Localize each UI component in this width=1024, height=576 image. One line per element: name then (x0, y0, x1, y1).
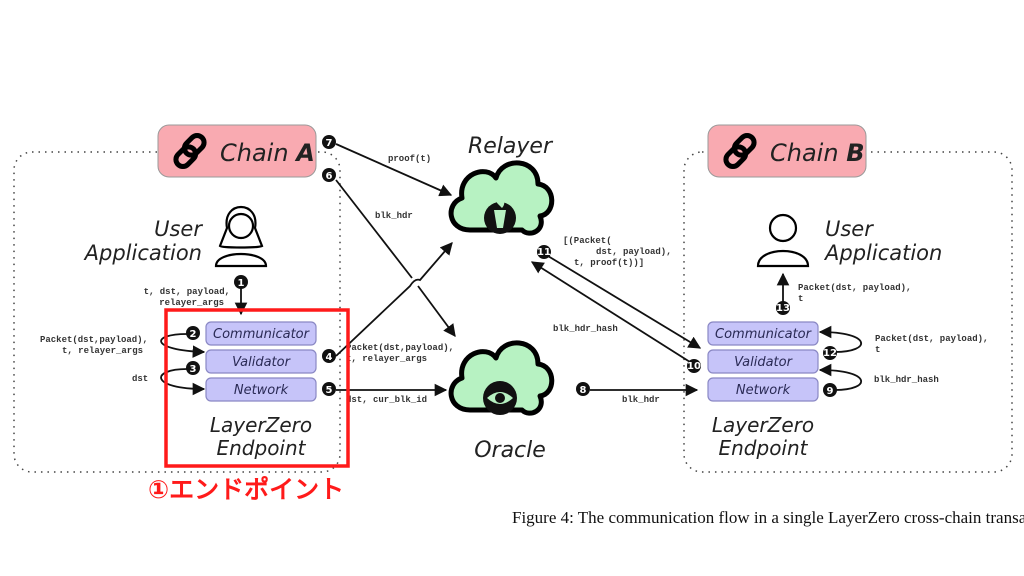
svg-text:blk_hdr_hash: blk_hdr_hash (553, 324, 618, 334)
oracle-label: Oracle (474, 438, 546, 463)
step-13: 13 (776, 301, 790, 315)
svg-text:Packet(dst, payload),t: Packet(dst, payload),t (798, 283, 911, 304)
step-markers: 1 2 3 4 5 6 7 8 9 10 11 12 13 (186, 135, 837, 397)
svg-text:12: 12 (823, 348, 837, 359)
oracle-cloud-icon (451, 343, 552, 415)
svg-text:Validator: Validator (734, 355, 794, 370)
svg-text:6: 6 (326, 171, 333, 182)
left-communicator: Communicator (205, 321, 317, 346)
step-7: 7 (322, 135, 336, 149)
left-network: Network (205, 377, 317, 402)
svg-text:8: 8 (580, 385, 587, 396)
svg-text:[(Packet(dst, payload),t, proo: [(Packet(dst, payload),t, proof(t))] (563, 236, 672, 268)
relayer-label: Relayer (468, 134, 554, 159)
step-1: 1 (234, 275, 248, 289)
right-validator: Validator (707, 349, 819, 374)
svg-text:4: 4 (326, 352, 333, 363)
figure-caption: Figure 4: The communication flow in a si… (512, 508, 1024, 527)
svg-text:3: 3 (190, 364, 197, 375)
step-12: 12 (823, 346, 837, 360)
svg-text:dst: dst (132, 374, 148, 384)
chain-a-box: Chain A (157, 124, 317, 178)
svg-text:blk_hdr: blk_hdr (622, 395, 660, 405)
svg-text:10: 10 (687, 361, 701, 372)
svg-text:Packet(dst, payload),t: Packet(dst, payload),t (875, 334, 988, 355)
svg-text:dst, cur_blk_id: dst, cur_blk_id (346, 395, 427, 405)
step-5: 5 (322, 382, 336, 396)
step-4: 4 (322, 349, 336, 363)
svg-text:Chain B: Chain B (770, 139, 865, 167)
user-male-icon (756, 213, 810, 268)
svg-text:Network: Network (234, 383, 289, 398)
svg-text:Packet(dst,payload),t, relayer: Packet(dst,payload),t, relayer_args (346, 343, 454, 364)
svg-text:blk_hdr_hash: blk_hdr_hash (874, 375, 939, 385)
step-11: 11 (537, 245, 551, 259)
step-8: 8 (576, 382, 590, 396)
message-labels: proof(t) blk_hdr t, dst, payload,relayer… (40, 154, 988, 405)
svg-text:13: 13 (776, 303, 790, 314)
svg-text:11: 11 (537, 247, 551, 258)
right-network: Network (707, 377, 819, 402)
user-female-icon (214, 205, 268, 268)
step-3: 3 (186, 361, 200, 375)
svg-text:Network: Network (736, 383, 791, 398)
right-communicator: Communicator (707, 321, 819, 346)
svg-text:2: 2 (190, 329, 197, 340)
step-10: 10 (687, 359, 701, 373)
svg-text:Validator: Validator (232, 355, 292, 370)
step-2: 2 (186, 326, 200, 340)
step-6: 6 (322, 168, 336, 182)
svg-text:9: 9 (827, 386, 834, 397)
chain-b-container (683, 151, 1013, 473)
svg-text:Communicator: Communicator (213, 327, 311, 342)
svg-text:7: 7 (326, 138, 333, 149)
left-validator: Validator (205, 349, 317, 374)
svg-text:Chain A: Chain A (220, 139, 315, 167)
svg-text:Packet(dst,payload),t, relayer: Packet(dst,payload),t, relayer_args (40, 335, 148, 356)
svg-text:1: 1 (238, 278, 245, 289)
svg-text:proof(t): proof(t) (388, 154, 431, 164)
relayer-cloud-icon (451, 163, 552, 234)
flow-arrows (160, 143, 863, 397)
svg-text:t, dst, payload,relayer_args: t, dst, payload,relayer_args (144, 287, 230, 308)
svg-text:blk_hdr: blk_hdr (375, 211, 413, 221)
svg-text:5: 5 (326, 385, 333, 396)
step-9: 9 (823, 383, 837, 397)
endpoint-annotation: ①エンドポイント (148, 475, 344, 504)
chain-b-box: Chain B (707, 124, 867, 178)
endpoint-highlight-box (164, 308, 350, 468)
svg-text:Communicator: Communicator (715, 327, 813, 342)
